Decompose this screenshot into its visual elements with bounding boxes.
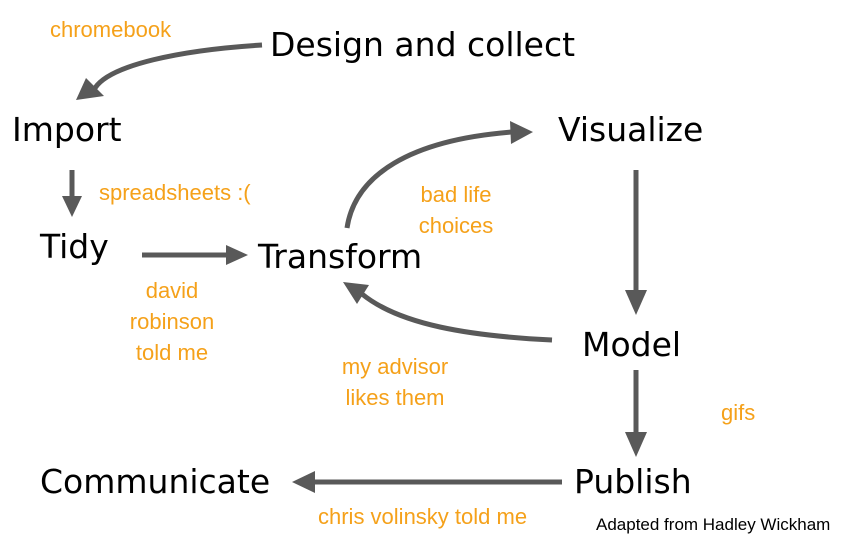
- note-bad-life-choices: bad life choices: [414, 180, 498, 242]
- note-line: robinson: [129, 308, 215, 334]
- note-david-robinson: david robinson told me: [122, 276, 222, 368]
- note-line: choices: [418, 212, 494, 238]
- note-line: told me: [135, 339, 209, 365]
- arrowhead-communicate: [292, 471, 315, 493]
- node-model: Model: [582, 325, 682, 364]
- arrowhead-model: [625, 290, 647, 315]
- node-tidy: Tidy: [40, 227, 109, 266]
- note-chris-volinsky: chris volinsky told me: [318, 504, 528, 529]
- arrow-design-to-import: [92, 42, 263, 90]
- note-line: bad life: [420, 182, 492, 207]
- arrow-model-to-transform: [360, 292, 553, 343]
- note-my-advisor: my advisor likes them: [334, 352, 456, 414]
- arrow-transform-to-visualize: [344, 129, 513, 229]
- arrowhead-transform-return: [343, 282, 369, 304]
- note-chromebook: chromebook: [50, 17, 172, 42]
- arrowhead-transform: [226, 245, 248, 265]
- arrowhead-import: [76, 78, 104, 100]
- node-visualize: Visualize: [558, 110, 704, 149]
- note-line: my advisor: [341, 354, 449, 379]
- credit-text: Adapted from Hadley Wickham: [596, 515, 831, 534]
- node-design-and-collect: Design and collect: [270, 25, 576, 64]
- arrowhead-tidy: [62, 196, 82, 217]
- node-communicate: Communicate: [40, 462, 271, 501]
- note-spreadsheets: spreadsheets :(: [99, 180, 251, 205]
- node-publish: Publish: [574, 462, 692, 501]
- arrowhead-visualize: [510, 121, 533, 144]
- node-import: Import: [12, 110, 122, 149]
- node-transform: Transform: [258, 237, 423, 276]
- note-line: likes them: [345, 384, 445, 410]
- note-gifs: gifs: [721, 400, 756, 425]
- note-line: david: [145, 278, 199, 303]
- arrowhead-publish: [625, 432, 647, 457]
